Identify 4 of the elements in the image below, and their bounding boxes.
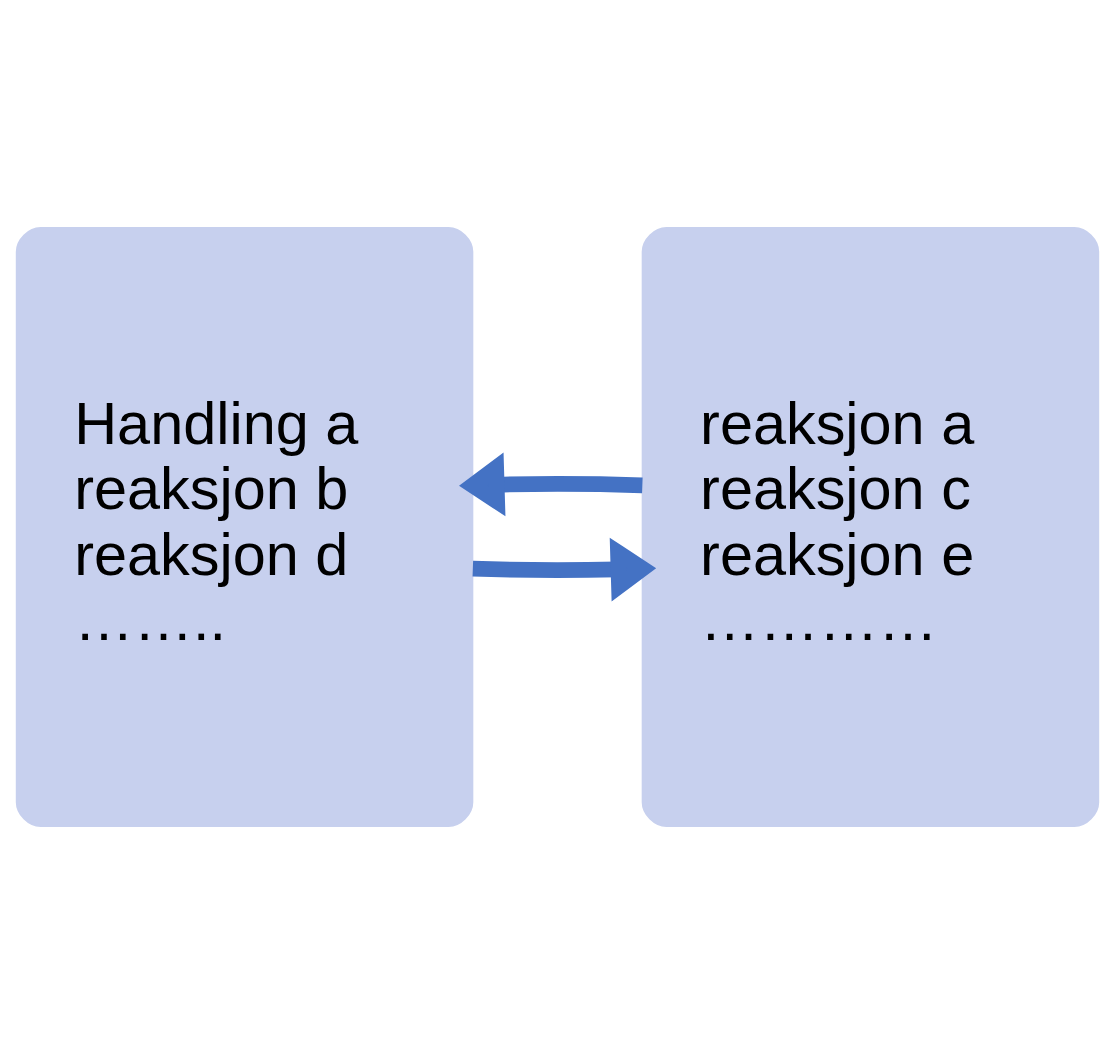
node-box: reaksjon a reaksjon c reaksjon e ………… (641, 226, 1100, 827)
arrow (472, 537, 657, 601)
node-box: Handling a reaksjon b reaksjon d …….. (15, 226, 474, 827)
arrow (459, 452, 643, 516)
